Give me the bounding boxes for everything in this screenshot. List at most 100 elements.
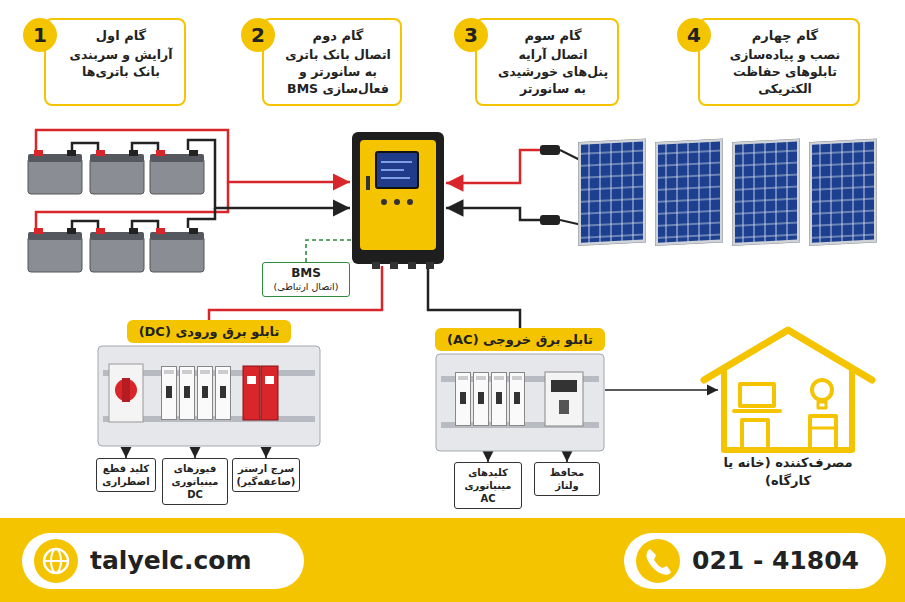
part-label: کلید قطع اضطراری xyxy=(96,458,156,492)
dc-panel-drawing xyxy=(180,367,195,420)
ac-panel-drawing xyxy=(551,380,577,392)
step-box: گام سوم اتصال آرایه پنل‌های خورشیدی به سا… xyxy=(475,18,619,106)
step-number: 3 xyxy=(454,18,488,52)
part-label: کلیدهای مینیاتوری AC xyxy=(454,462,522,509)
house-drawing xyxy=(742,420,768,450)
house-drawing xyxy=(704,330,872,380)
node-heading: 3 xyxy=(454,18,488,52)
leader-arrow xyxy=(194,447,196,458)
step-box: گام چهارم نصب و پیاده‌سازی تابلوهای حفاظت… xyxy=(698,18,860,106)
dc-panel-drawing xyxy=(198,367,213,420)
battery-wires xyxy=(72,143,98,150)
node-heading: talyelc.com xyxy=(90,533,304,589)
node-body: نصب و پیاده‌سازی تابلوهای حفاظت الکتریکی xyxy=(718,46,852,97)
ac-panel-drawing xyxy=(492,373,507,426)
node-heading: گام دوم xyxy=(282,27,394,44)
battery-wires xyxy=(132,143,158,150)
pv-wires xyxy=(446,150,540,183)
battery-wires xyxy=(36,130,350,228)
leader-arrow xyxy=(605,389,718,391)
bms-box: BMS(اتصال ارتباطی) xyxy=(262,262,350,297)
inverter xyxy=(352,132,444,264)
output-wires xyxy=(428,266,520,328)
inverter xyxy=(372,262,380,269)
node-heading: 4 xyxy=(677,18,711,52)
globe-icon xyxy=(44,549,68,573)
node-heading: کلیدهای مینیاتوری AC xyxy=(458,466,518,505)
ac-panel-drawing xyxy=(456,373,471,426)
dc-panel-drawing xyxy=(247,376,256,384)
node-heading: BMS xyxy=(265,266,347,280)
footer-band xyxy=(0,518,905,602)
dc-panel: تابلو برق ورودی (DC) xyxy=(97,320,321,447)
dc-panel-drawing xyxy=(243,366,260,420)
battery-bank xyxy=(90,228,144,272)
house-drawing xyxy=(812,380,832,400)
inverter xyxy=(426,262,434,269)
step-box: گام دوم اتصال بانک باتری به سانورتر و فعا… xyxy=(262,18,402,106)
solar-array xyxy=(732,138,800,246)
dc-panel-drawing xyxy=(109,364,143,422)
pv-wires xyxy=(560,150,580,160)
step-box: گام اول آرایش و سربندی بانک باتری‌ها xyxy=(44,18,186,106)
node-body: اتصال آرایه پنل‌های خورشیدی به سانورتر xyxy=(495,46,611,97)
inverter xyxy=(381,161,412,163)
battery-bank xyxy=(90,150,144,194)
output-wires xyxy=(306,240,358,262)
battery-bank xyxy=(28,150,82,194)
inverter xyxy=(381,199,387,205)
dc-panel-drawing xyxy=(216,367,231,420)
phone-icon xyxy=(624,533,694,589)
battery-wires xyxy=(132,221,158,228)
dc-panel-drawing xyxy=(115,379,137,401)
house-drawing xyxy=(810,416,836,450)
step-number: 4 xyxy=(677,18,711,52)
inverter xyxy=(376,152,418,188)
node-body: اتصال بانک باتری به سانورتر و فعال‌سازی … xyxy=(282,46,394,97)
battery-wires xyxy=(188,208,215,228)
inverter xyxy=(366,176,370,190)
battery-bank xyxy=(150,150,204,194)
dc-panel-drawing xyxy=(122,378,130,402)
node-heading: مصرف‌کننده (خانه یا کارگاه) xyxy=(718,454,858,490)
node-heading: فیوزهای مینیاتوری DC xyxy=(166,462,224,501)
inverter xyxy=(390,262,398,269)
ac-panel: تابلو برق خروجی (AC) xyxy=(435,328,605,452)
globe-icon xyxy=(22,533,92,589)
globe-icon xyxy=(44,560,68,562)
leader-arrow xyxy=(125,447,127,458)
node-heading: تابلو برق خروجی (AC) xyxy=(435,328,605,351)
phone-pill: 021 - 41804 xyxy=(624,533,886,589)
inverter xyxy=(407,199,413,205)
house-drawing xyxy=(718,328,858,450)
node-heading: سرج ارستر (صاعقه‌گیر) xyxy=(236,462,296,488)
inverter xyxy=(408,262,416,269)
node-heading: گام اول xyxy=(64,27,178,44)
dc-panel-drawing xyxy=(98,346,320,446)
step-number: 2 xyxy=(241,18,275,52)
node-body: (اتصال ارتباطی) xyxy=(265,280,347,293)
ac-panel-drawing xyxy=(510,373,525,426)
solar-array xyxy=(578,138,646,246)
house-drawing xyxy=(734,409,780,413)
dc-panel-drawing xyxy=(162,367,177,420)
pv-wires xyxy=(540,215,560,225)
solar-array xyxy=(655,138,723,246)
node-heading: تابلو برق ورودی (DC) xyxy=(127,320,292,343)
battery-bank xyxy=(28,150,204,272)
inverter xyxy=(360,140,436,250)
node-heading: 1 xyxy=(23,18,57,52)
battery-wires xyxy=(188,140,350,208)
node-heading: محافظ ولتاژ xyxy=(538,466,596,492)
node-heading: گام چهارم xyxy=(718,27,852,44)
ac-panel-drawing xyxy=(545,372,583,426)
node-body: آرایش و سربندی بانک باتری‌ها xyxy=(64,46,178,80)
dc-panel-drawing xyxy=(261,366,278,420)
leader-arrow xyxy=(265,447,267,458)
inverter xyxy=(381,177,410,179)
pv-wires xyxy=(540,145,560,155)
ac-panel-drawing xyxy=(436,354,604,451)
node-heading: گام سوم xyxy=(495,27,611,44)
website-pill: talyelc.com xyxy=(22,533,304,589)
phone-icon xyxy=(636,539,680,583)
